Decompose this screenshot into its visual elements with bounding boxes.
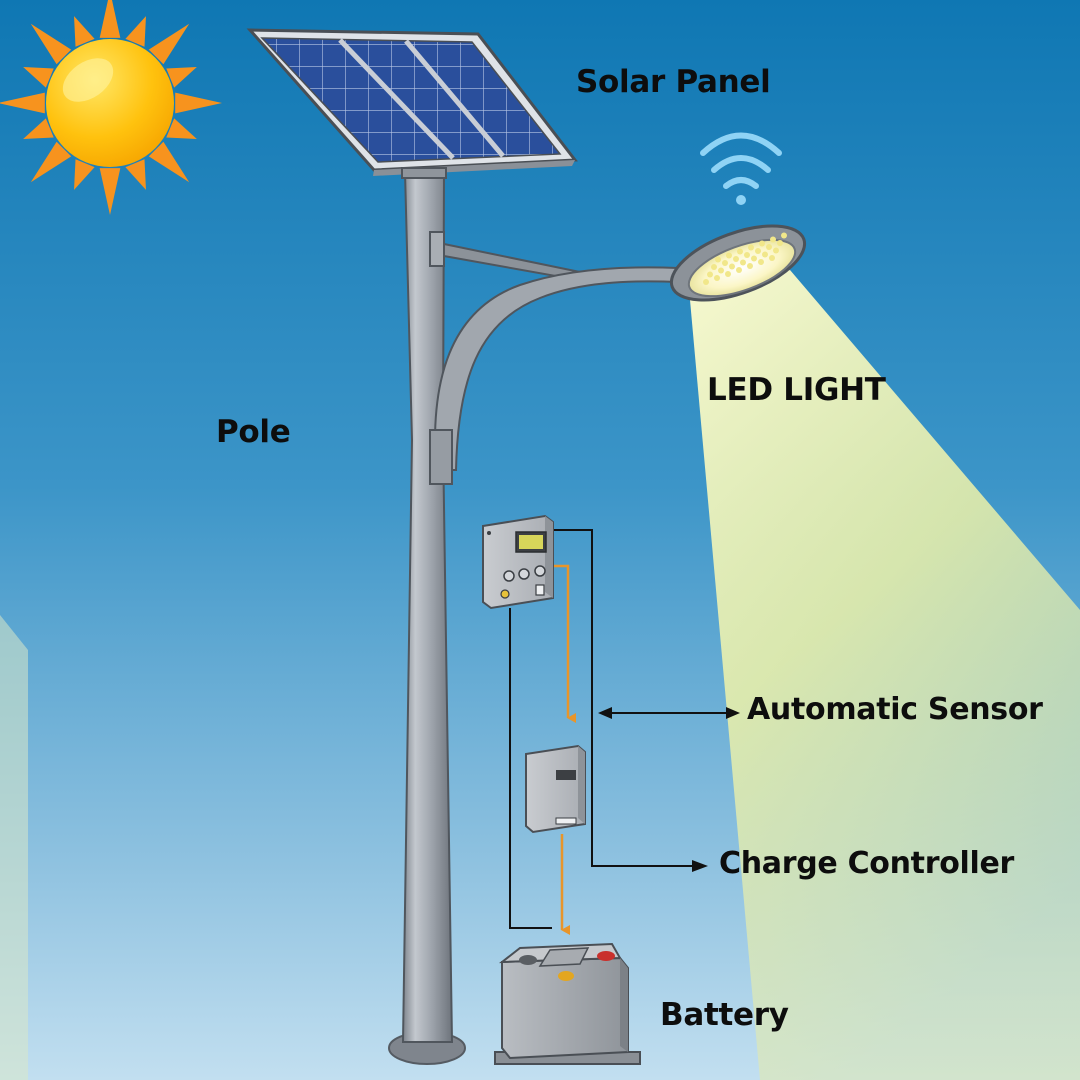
automatic-sensor-pointer (598, 707, 740, 719)
led-light-label: LED LIGHT (707, 372, 886, 408)
led-dot (707, 271, 713, 278)
solar-panel-label: Solar Panel (576, 64, 771, 100)
sun-ray (175, 92, 222, 114)
pole-label: Pole (216, 414, 291, 450)
charge-controller-box (525, 744, 586, 834)
sensor-to-controller-arrow (554, 564, 576, 723)
sun-ray (23, 67, 54, 88)
led-dot (703, 279, 709, 285)
led-dot (755, 248, 761, 254)
sun-ray (148, 23, 190, 65)
led-dot (744, 252, 750, 258)
sun-ray (148, 141, 190, 183)
led-dot (762, 251, 768, 258)
led-dot (748, 244, 754, 251)
led-dot (736, 267, 742, 273)
sun-ray (99, 0, 121, 38)
light-beam (690, 270, 1080, 1080)
led-dot (714, 275, 720, 281)
lamp-arm (429, 231, 679, 485)
led-dot (711, 264, 717, 270)
sun-ray (23, 118, 54, 139)
led-dot (715, 256, 721, 263)
led-dot (740, 259, 746, 266)
led-dot (773, 247, 779, 254)
automatic-sensor-box (482, 514, 554, 610)
wiring (509, 529, 700, 929)
sun-ray (166, 118, 197, 139)
sun-ray (125, 159, 146, 190)
sun-ray (30, 141, 72, 183)
led-dot (725, 271, 731, 277)
sun-ray (125, 16, 146, 47)
led-dot (729, 263, 735, 270)
sun-ray (166, 67, 197, 88)
led-dot (722, 260, 728, 266)
led-dot (747, 263, 753, 269)
sun-icon (0, 0, 222, 215)
sun-ray (74, 159, 95, 190)
led-dot (733, 256, 739, 262)
led-lamp-head (669, 224, 807, 302)
led-dot (759, 240, 765, 247)
solar-panel (246, 28, 578, 176)
charge-controller-label: Charge Controller (719, 846, 1015, 881)
led-dot (758, 259, 764, 265)
led-dot (770, 236, 776, 243)
automatic-sensor-label: Automatic Sensor (747, 692, 1043, 727)
led-dot (718, 267, 724, 274)
sun-ray (30, 23, 72, 65)
led-dot (726, 252, 732, 259)
led-dot (777, 240, 783, 246)
wireless-signal-icon (700, 132, 782, 205)
led-dot (769, 255, 775, 261)
battery-label: Battery (660, 997, 789, 1033)
led-dot (737, 248, 743, 255)
battery (494, 942, 641, 1065)
sun-ray (99, 168, 121, 215)
led-dot (781, 232, 787, 239)
charge-controller-pointer (692, 860, 708, 872)
sun-ray (0, 92, 45, 114)
left-light-sliver (0, 615, 28, 1080)
led-dot (751, 255, 757, 262)
led-dot (766, 244, 772, 250)
sun-ray (74, 16, 95, 47)
